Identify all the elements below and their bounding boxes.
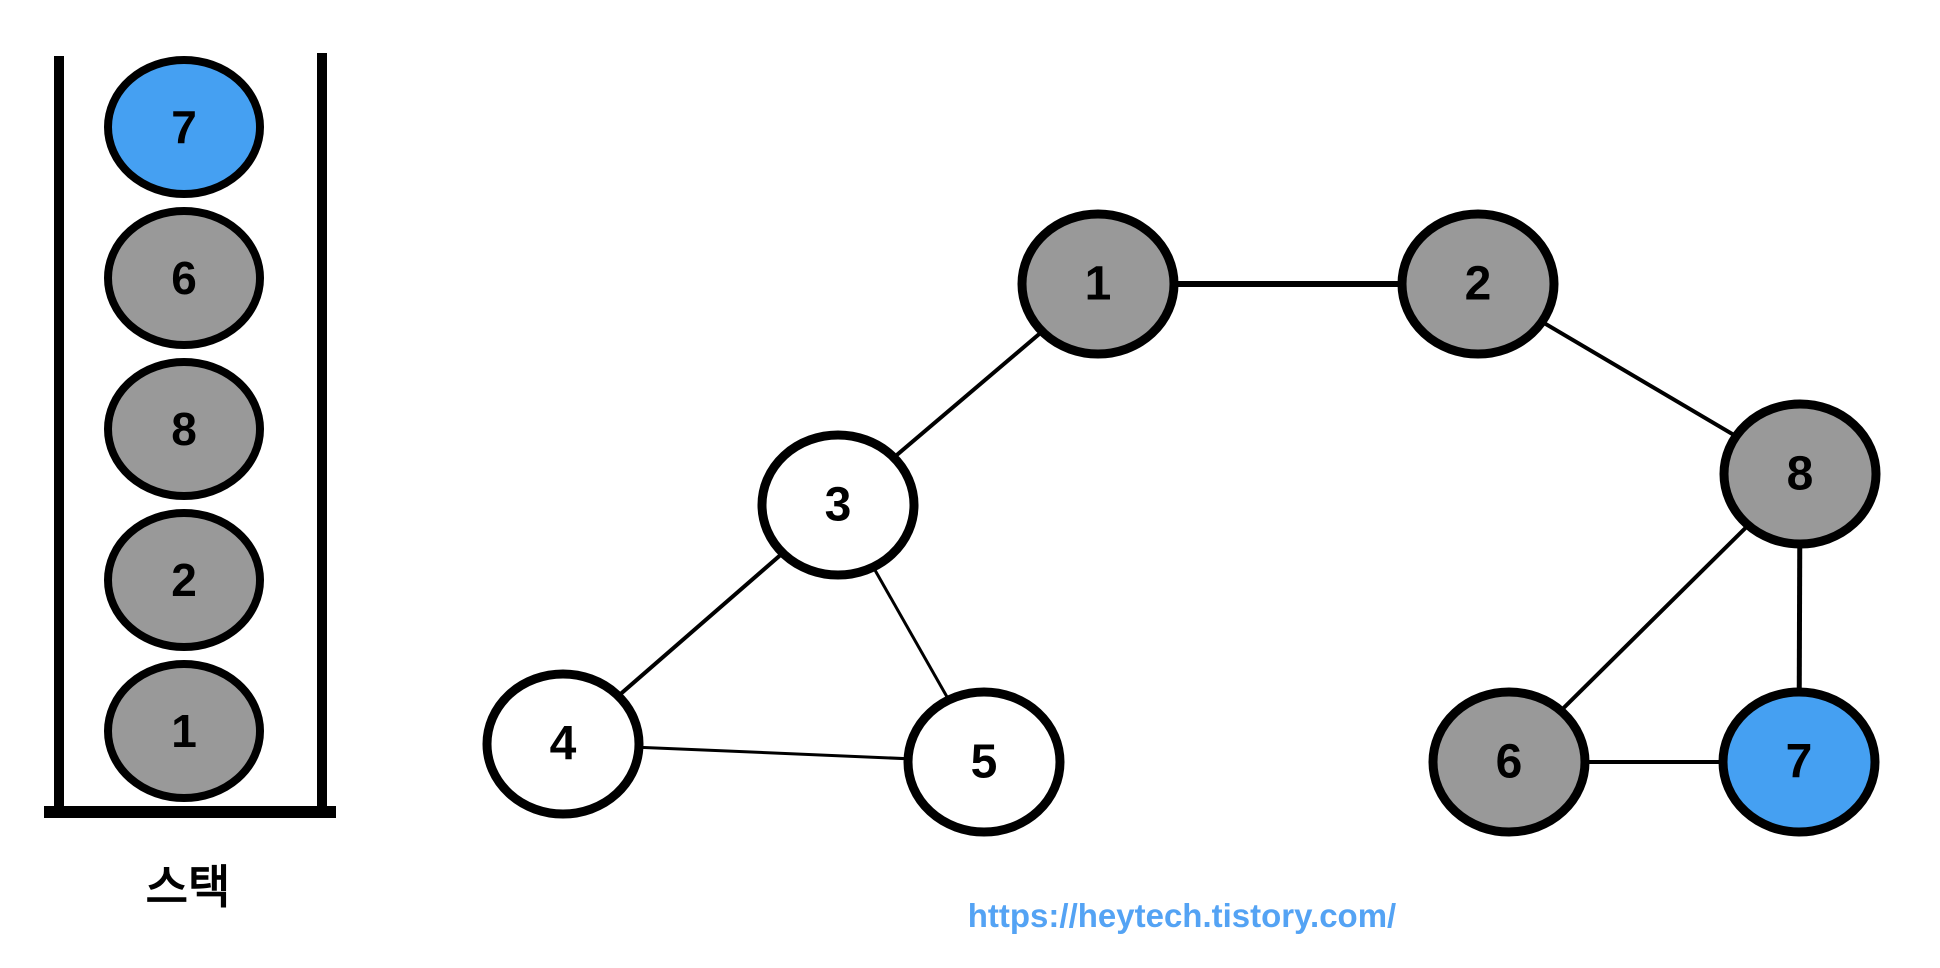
graph-node-value: 2 bbox=[1465, 258, 1492, 311]
graph-node-7: 7 bbox=[1718, 687, 1880, 837]
graph-node-2: 2 bbox=[1397, 209, 1559, 359]
stack-item-6: 6 bbox=[104, 207, 264, 349]
graph-node-4: 4 bbox=[482, 669, 644, 819]
graph-node-circle bbox=[482, 669, 644, 819]
footer-url: https://heytech.tistory.com/ bbox=[968, 897, 1396, 934]
graph-node-circle bbox=[1428, 687, 1590, 837]
stack-item-circle bbox=[104, 660, 264, 802]
graph-node-value: 6 bbox=[1496, 736, 1523, 789]
stack-item-value: 8 bbox=[171, 403, 197, 455]
graph-node-3: 3 bbox=[757, 430, 919, 580]
graph-node-value: 1 bbox=[1085, 258, 1112, 311]
stack-item-value: 7 bbox=[171, 101, 197, 153]
graph: 1 2 3 4 5 8 6 7 bbox=[482, 209, 1881, 837]
graph-node-circle bbox=[1397, 209, 1559, 359]
graph-node-5: 5 bbox=[903, 687, 1065, 837]
graph-nodes: 1 2 3 4 5 8 6 7 bbox=[482, 209, 1881, 837]
graph-node-circle bbox=[757, 430, 919, 580]
graph-node-circle bbox=[1017, 209, 1179, 359]
graph-node-circle bbox=[903, 687, 1065, 837]
stack-item-circle bbox=[104, 358, 264, 500]
graph-node-8: 8 bbox=[1719, 399, 1881, 549]
stack-item-value: 2 bbox=[171, 554, 197, 606]
graph-node-value: 4 bbox=[550, 718, 577, 771]
stack-item-7: 7 bbox=[104, 56, 264, 198]
graph-node-circle bbox=[1718, 687, 1880, 837]
graph-node-value: 7 bbox=[1786, 736, 1813, 789]
graph-node-6: 6 bbox=[1428, 687, 1590, 837]
stack-items: 7 6 8 2 1 bbox=[104, 56, 264, 802]
stack-item-circle bbox=[104, 56, 264, 198]
stack: 7 6 8 2 1 스택 bbox=[44, 53, 336, 913]
stack-item-2: 2 bbox=[104, 509, 264, 651]
graph-node-circle bbox=[1719, 399, 1881, 549]
graph-node-value: 3 bbox=[825, 479, 852, 532]
stack-item-circle bbox=[104, 207, 264, 349]
stack-item-1: 1 bbox=[104, 660, 264, 802]
graph-node-value: 5 bbox=[971, 736, 998, 789]
stack-item-circle bbox=[104, 509, 264, 651]
graph-node-value: 8 bbox=[1787, 448, 1814, 501]
stack-label: 스택 bbox=[146, 861, 231, 913]
stack-item-value: 6 bbox=[171, 252, 197, 304]
stack-item-value: 1 bbox=[171, 705, 197, 757]
graph-edges bbox=[561, 281, 1803, 764]
stack-item-8: 8 bbox=[104, 358, 264, 500]
graph-node-1: 1 bbox=[1017, 209, 1179, 359]
